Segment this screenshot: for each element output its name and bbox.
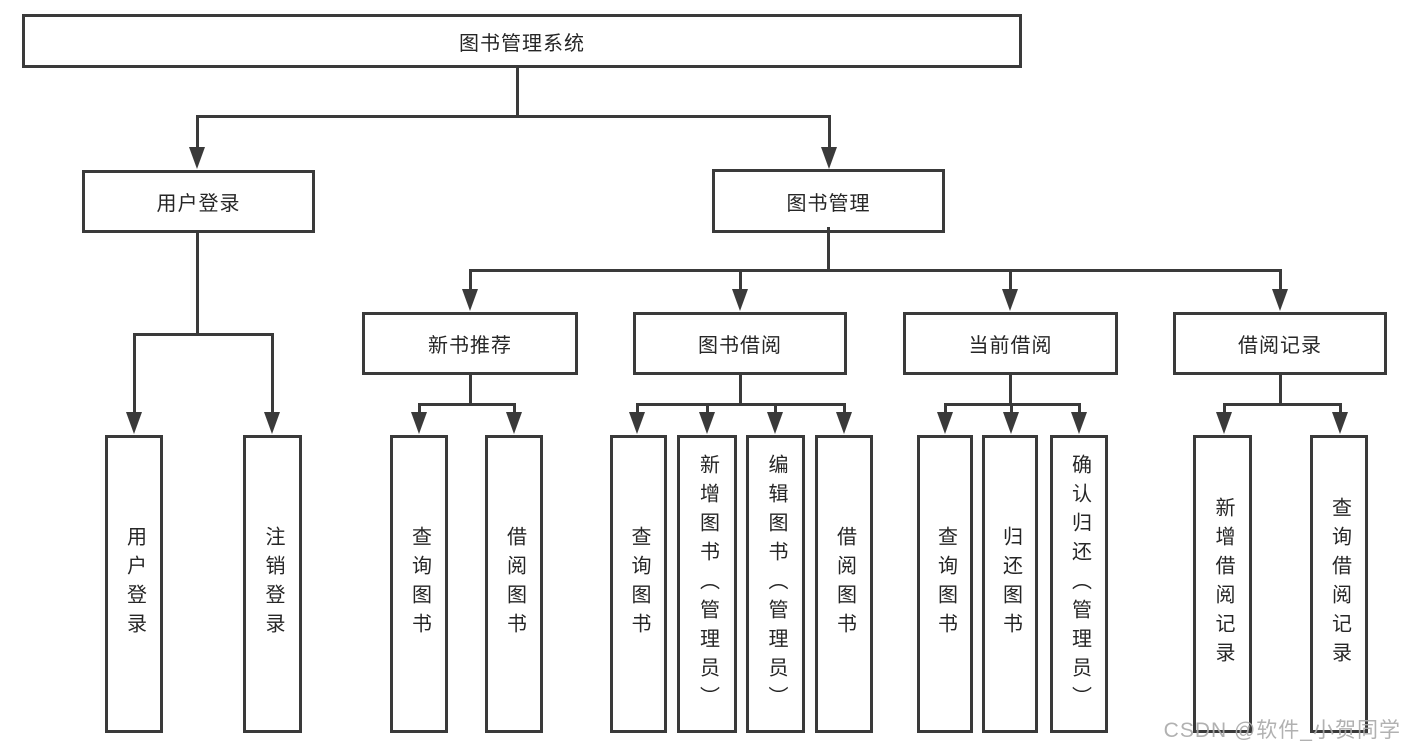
leaf-return-book-label: 归还图书 [999,526,1022,642]
node-book-management: 图书管理 [712,169,945,233]
node-current-borrow-label: 当前借阅 [968,335,1053,357]
connector-line [1009,372,1012,406]
connector-line [516,68,519,117]
node-new-book-recommend-label: 新书推荐 [428,335,512,357]
leaf-borrow-books-recommend-label: 借阅图书 [503,526,526,642]
leaf-query-books-recommend: 查询图书 [390,435,448,733]
connector-line [196,233,199,335]
leaf-user-login-label: 用户登录 [123,526,146,642]
leaf-edit-book-admin: 编辑图书（管理员） [746,435,805,733]
node-root-label: 图书管理系统 [459,32,585,55]
arrow-down-icon [1003,412,1019,434]
arrow-down-icon [411,412,427,434]
connector-line [1279,372,1282,406]
arrow-down-icon [264,412,280,434]
leaf-return-book: 归还图书 [982,435,1038,733]
arrow-down-icon [821,147,837,169]
arrow-down-icon [1002,289,1018,311]
connector-line [469,269,1281,272]
node-book-management-label: 图书管理 [786,192,871,215]
leaf-borrow-books-label: 借阅图书 [833,526,856,642]
leaf-logout-label: 注销登录 [262,526,284,642]
connector-line [469,372,472,406]
connector-line [1009,269,1012,293]
node-root: 图书管理系统 [22,14,1022,68]
connector-line [196,115,830,118]
connector-line [196,115,199,150]
leaf-confirm-return-admin: 确认归还（管理员） [1050,435,1108,733]
connector-line [133,333,136,414]
leaf-query-books-borrow: 查询图书 [610,435,667,733]
connector-line [513,403,516,415]
arrow-down-icon [836,412,852,434]
leaf-add-book-admin-label: 新增图书（管理员） [696,453,719,715]
watermark: CSDN @软件_小贺同学 [1163,719,1401,742]
connector-line [636,403,845,406]
node-new-book-recommend: 新书推荐 [362,312,578,375]
connector-line [739,372,742,406]
arrow-down-icon [937,412,953,434]
node-book-borrow: 图书借阅 [633,312,847,375]
arrow-down-icon [699,412,715,434]
connector-line [1279,269,1282,293]
leaf-edit-book-admin-label: 编辑图书（管理员） [765,453,787,715]
arrow-down-icon [629,412,645,434]
arrow-down-icon [732,289,748,311]
connector-line [774,403,777,415]
leaf-borrow-books: 借阅图书 [815,435,873,733]
connector-line [1010,403,1013,415]
leaf-confirm-return-admin-label: 确认归还（管理员） [1068,453,1091,715]
connector-line [1078,403,1081,415]
leaf-user-login: 用户登录 [105,435,163,733]
connector-line [1223,403,1341,406]
arrow-down-icon [767,412,783,434]
leaf-query-borrow-record-label: 查询借阅记录 [1328,497,1351,671]
leaf-query-books-borrow-label: 查询图书 [628,526,650,642]
arrow-down-icon [126,412,142,434]
connector-line [1223,403,1226,415]
connector-line [843,403,846,415]
connector-line [1339,403,1342,415]
arrow-down-icon [1332,412,1348,434]
arrow-down-icon [1071,412,1087,434]
leaf-query-books-current-label: 查询图书 [934,526,957,642]
node-current-borrow: 当前借阅 [903,312,1118,375]
node-user-login: 用户登录 [82,170,315,233]
leaf-add-borrow-record: 新增借阅记录 [1193,435,1252,733]
arrow-down-icon [1272,289,1288,311]
connector-line [418,403,421,415]
leaf-add-borrow-record-label: 新增借阅记录 [1212,497,1234,671]
arrow-down-icon [1216,412,1232,434]
leaf-logout: 注销登录 [243,435,302,733]
connector-line [739,269,742,293]
leaf-borrow-books-recommend: 借阅图书 [485,435,543,733]
connector-line [418,403,516,406]
connector-line [944,403,947,415]
leaf-query-books-recommend-label: 查询图书 [408,526,431,642]
leaf-add-book-admin: 新增图书（管理员） [677,435,737,733]
leaf-query-books-current: 查询图书 [917,435,973,733]
node-user-login-label: 用户登录 [156,193,241,215]
node-borrow-records-label: 借阅记录 [1238,335,1322,357]
node-book-borrow-label: 图书借阅 [698,335,782,357]
connector-line [828,115,831,150]
arrow-down-icon [189,147,205,169]
arrow-down-icon [462,289,478,311]
connector-line [827,227,830,271]
node-borrow-records: 借阅记录 [1173,312,1387,375]
arrow-down-icon [506,412,522,434]
connector-line [636,403,639,415]
connector-line [706,403,709,415]
connector-line [469,269,472,293]
leaf-query-borrow-record: 查询借阅记录 [1310,435,1368,733]
connector-line [271,333,274,414]
connector-line [133,333,274,336]
